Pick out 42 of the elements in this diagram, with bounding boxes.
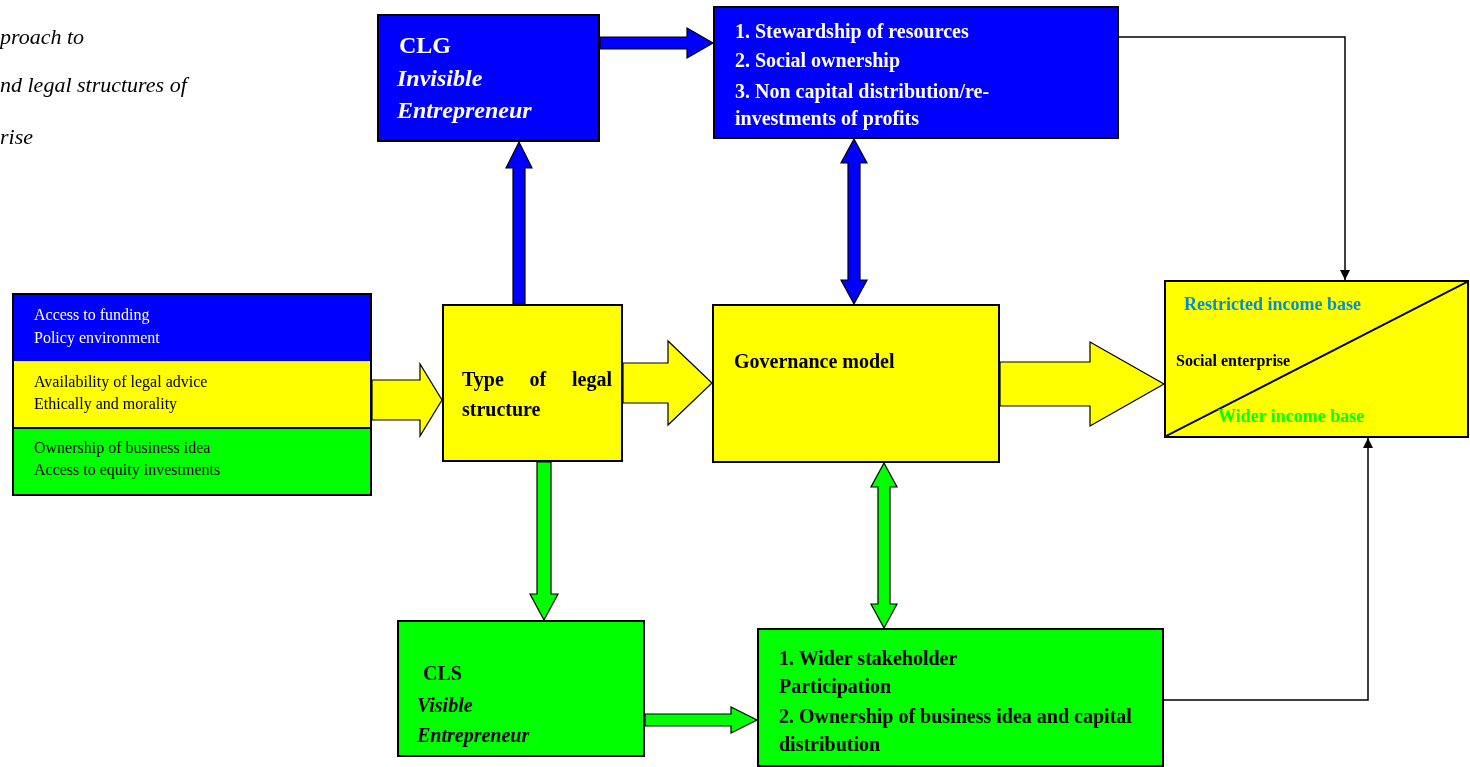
box-text: Policy environment [34,329,160,347]
box-text: Governance model [734,350,895,373]
block-arrow [529,461,559,622]
process-box [442,304,623,462]
double-block-arrow [840,137,868,306]
box-text: Ownership of business idea [34,439,211,457]
factor-band [14,429,370,494]
double-block-arrow [870,461,898,630]
block-arrow [599,26,715,60]
principles-box [757,628,1164,767]
outcome-text: Social enterprise [1176,352,1291,370]
entity-box [377,14,600,142]
box-text: Type of legal structure [462,367,612,422]
block-arrow [999,340,1166,428]
box-text: Ethically and morality [34,395,178,413]
box-text: Visible Entrepreneur [417,693,531,749]
box-text: Access to equity investments [34,461,221,479]
box-text: 2. Social ownership [735,49,901,72]
arrow [1163,437,1373,701]
block-arrow [505,140,533,305]
entity-title: CLG [399,32,451,59]
box-text: 1. Wider stakeholder Participation [779,646,958,700]
factor-band [14,361,370,429]
box-text: Invisible Entrepreneur [397,64,533,125]
box-text: 1. Stewardship of resources [735,20,969,43]
outcome-text: Wider income base [1218,406,1365,427]
box-text: 3. Non capital distribution/re-investments of profits [735,79,991,132]
entity-box [397,620,645,757]
process-box [712,304,1000,463]
arrow [1118,36,1350,281]
block-arrow [644,706,759,734]
box-text: Availability of legal advice [34,373,208,391]
principles-box [713,6,1119,139]
block-arrow [371,361,443,439]
factor-band [14,295,370,363]
title-fragment: rise [0,124,33,150]
box-text: 2. Ownership of business idea and capital distribution [779,704,1133,757]
factors-box [12,293,372,496]
box-text: Access to funding [34,306,150,324]
entity-title: CLS [423,662,462,685]
block-arrow [622,339,713,427]
outcome-text: Restricted income base [1184,294,1361,315]
